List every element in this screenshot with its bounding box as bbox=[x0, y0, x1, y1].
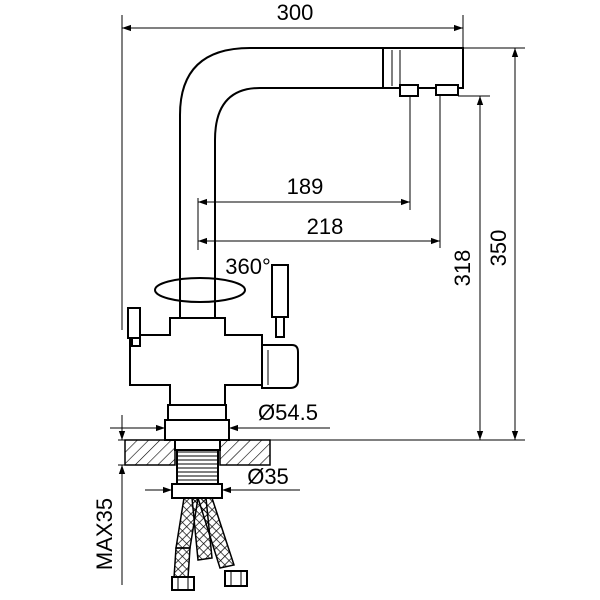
dimension-height-total: 350 bbox=[486, 230, 511, 267]
hose-fitting-left bbox=[171, 576, 195, 591]
right-handle bbox=[271, 264, 289, 318]
base-flange bbox=[164, 419, 230, 441]
right-valve bbox=[261, 344, 299, 389]
countertop-left bbox=[124, 439, 176, 466]
dimension-rotation: 360° bbox=[225, 254, 271, 279]
outlet-mixed-water bbox=[435, 84, 459, 96]
dimension-base-diameter: Ø54.5 bbox=[258, 400, 318, 425]
valve-body bbox=[129, 317, 263, 406]
threaded-shank bbox=[174, 439, 221, 451]
outlet-filtered-water bbox=[399, 84, 419, 97]
base-collar bbox=[167, 404, 227, 421]
dimension-reach-189: 189 bbox=[287, 174, 324, 199]
dimension-outlet-height: 318 bbox=[450, 250, 475, 287]
shank-thread bbox=[177, 451, 218, 481]
hose-left-lower bbox=[173, 547, 191, 579]
dimension-max-thickness: MAX35 bbox=[92, 498, 117, 570]
dimension-lines bbox=[110, 15, 525, 585]
rotation-indicator bbox=[154, 277, 246, 303]
dimension-thread-diameter: Ø35 bbox=[247, 464, 289, 489]
faucet-outline bbox=[124, 47, 464, 591]
dimension-reach-218: 218 bbox=[307, 214, 344, 239]
mounting-nut bbox=[171, 483, 223, 499]
countertop-right bbox=[219, 439, 271, 466]
hose-center bbox=[191, 497, 213, 561]
dimension-width-total: 300 bbox=[277, 0, 314, 25]
hose-fitting-right bbox=[224, 570, 248, 587]
left-lever bbox=[127, 307, 141, 339]
spout-head bbox=[382, 47, 464, 89]
